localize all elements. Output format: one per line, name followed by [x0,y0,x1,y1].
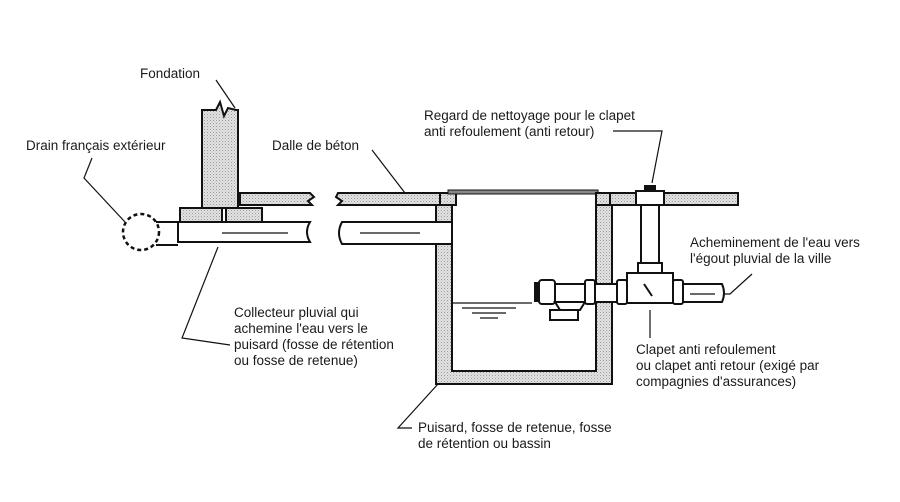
label-clapet-line2: ou clapet anti retour (exigé par [636,358,820,373]
cleanout-riser [635,185,665,274]
sump-basin [435,192,613,385]
french-drain-icon [121,212,161,252]
concrete-slab-left [239,192,316,206]
footing [179,207,263,223]
sump-grate [447,189,599,195]
label-clapet-line1: Clapet anti refoulement [636,342,776,357]
label-puisard-line2: de rétention ou bassin [418,436,551,451]
label-drain: Drain français extérieur [26,138,166,153]
collector-pipe [156,221,453,246]
leader-lines [83,79,753,429]
label-acheminement-line2: l'égout pluvial de la ville [690,251,831,266]
water-level-icon [452,302,532,319]
label-collecteur-line2: achemine l'eau vers le [234,321,368,336]
label-dalle: Dalle de béton [272,138,359,153]
label-puisard-line1: Puisard, fosse de retenue, fosse [418,420,612,435]
label-clapet-line3: compagnies d'assurances) [636,374,796,389]
label-regard-line2: anti refoulement (anti retour) [424,124,594,139]
foundation-wall [201,99,239,209]
label-collecteur-line1: Collecteur pluvial qui [234,305,359,320]
concrete-slab-right [334,192,739,206]
discharge-pipe [534,272,725,321]
label-fondation: Fondation [140,66,200,81]
label-collecteur-line3: puisard (fosse de rétention [234,337,394,352]
label-collecteur-line4: ou fosse de retenue) [234,353,358,368]
label-regard-line1: Regard de nettoyage pour le clapet [424,108,635,123]
label-acheminement-line1: Acheminement de l'eau vers [690,235,860,250]
